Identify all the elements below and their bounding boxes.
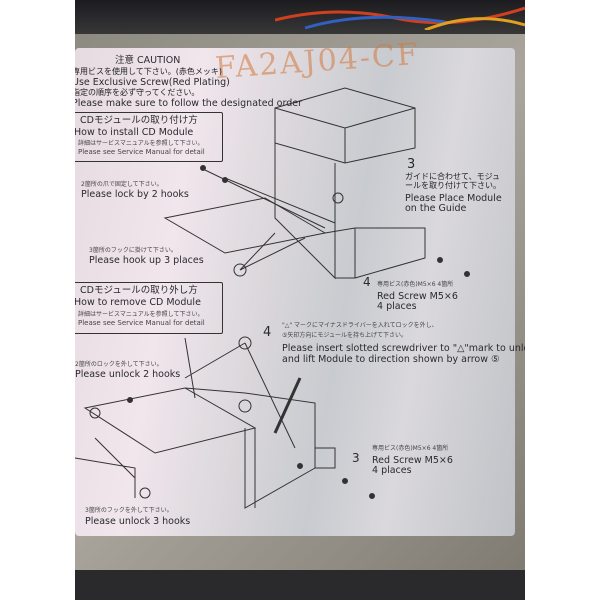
screw-top-en2: 4 places — [377, 301, 417, 312]
step2-en: Please lock by 2 hooks — [81, 189, 189, 200]
step3-en1: Please Place Module — [405, 193, 502, 204]
remove-title-en: How to remove CD Module — [75, 297, 201, 308]
photo: FA2AJ04-CF 注意 CAUTION 専用ビスを使用して下さい。(赤色メッ… — [75, 0, 525, 600]
screw-bottom-en1: Red Screw M5×6 — [372, 455, 453, 466]
remove-title-jp: CDモジュールの取り外し方 — [80, 285, 198, 296]
step2-jp: 2箇所の爪で固定して下さい。 — [81, 181, 163, 188]
cd-module-top — [163, 87, 426, 280]
install-note-en: Please see Service Manual for detail — [78, 148, 205, 156]
caution-en-2: Please make sure to follow the designate… — [75, 98, 302, 109]
screw-bottom-jp: 専用ビス(赤色)M5×6 4箇所 — [372, 445, 449, 452]
unlock2-jp: 2箇所のロックを外して下さい。 — [75, 361, 163, 368]
instruction-label: FA2AJ04-CF 注意 CAUTION 専用ビスを使用して下さい。(赤色メッ… — [75, 37, 525, 536]
step4-jp2: ⑤矢印方向にモジュールを持ち上げて下さい。 — [282, 332, 407, 339]
device-bottom-edge — [75, 570, 525, 600]
screws — [127, 165, 470, 499]
caution-en-1: Use Exclusive Screw(Red Plating) — [75, 77, 230, 88]
callout-3-bottom: 3 — [352, 451, 360, 465]
caution-jp-1: 専用ビスを使用して下さい。(赤色メッキ) — [75, 67, 223, 76]
step3-jp: ガイドに合わせて、モジュールを取り付けて下さい。 — [405, 172, 501, 190]
screw-top-jp: 専用ビス(赤色)M5×6 4箇所 — [377, 281, 454, 288]
remove-note-jp: 詳細はサービスマニュアルを参照して下さい。 — [78, 311, 204, 318]
install-box: CDモジュールの取り付け方 How to install CD Module 詳… — [75, 112, 223, 162]
unlock3-en: Please unlock 3 hooks — [85, 516, 191, 527]
step3-en2: on the Guide — [405, 203, 467, 214]
caution-jp-2: 指定の順序を必ず守ってください。 — [75, 88, 200, 97]
screw-top-en1: Red Screw M5×6 — [377, 291, 458, 302]
step1-jp: 3箇所のフックに掛けて下さい。 — [89, 247, 177, 254]
step4-en1: Please insert slotted screwdriver to "△"… — [282, 343, 525, 354]
unlock2-en: Please unlock 2 hooks — [75, 369, 181, 380]
install-title-en: How to install CD Module — [75, 127, 194, 138]
device-top-edge — [75, 0, 525, 38]
step4-jp1: "△" マークにマイナスドライバーを入れてロックを外し、 — [282, 322, 438, 329]
callout-4-top: 4 — [363, 275, 371, 289]
caution-title: 注意 CAUTION — [115, 55, 181, 66]
wires — [275, 6, 525, 30]
callout-3: 3 — [407, 157, 416, 172]
screw-bottom-en2: 4 places — [372, 465, 412, 476]
callout-4: 4 — [263, 325, 272, 340]
step1-en: Please hook up 3 places — [89, 255, 204, 266]
step4-en2: and lift Module to direction shown by ar… — [282, 354, 500, 365]
install-title-jp: CDモジュールの取り付け方 — [80, 115, 198, 126]
cd-module-bottom — [75, 336, 336, 509]
assembly-diagram — [75, 87, 470, 509]
unlock3-jp: 3箇所のフックを外して下さい。 — [85, 507, 173, 514]
remove-box: CDモジュールの取り外し方 How to remove CD Module 詳細… — [75, 282, 223, 334]
install-note-jp: 詳細はサービスマニュアルを参照して下さい。 — [78, 140, 204, 147]
remove-note-en: Please see Service Manual for detail — [78, 319, 205, 327]
